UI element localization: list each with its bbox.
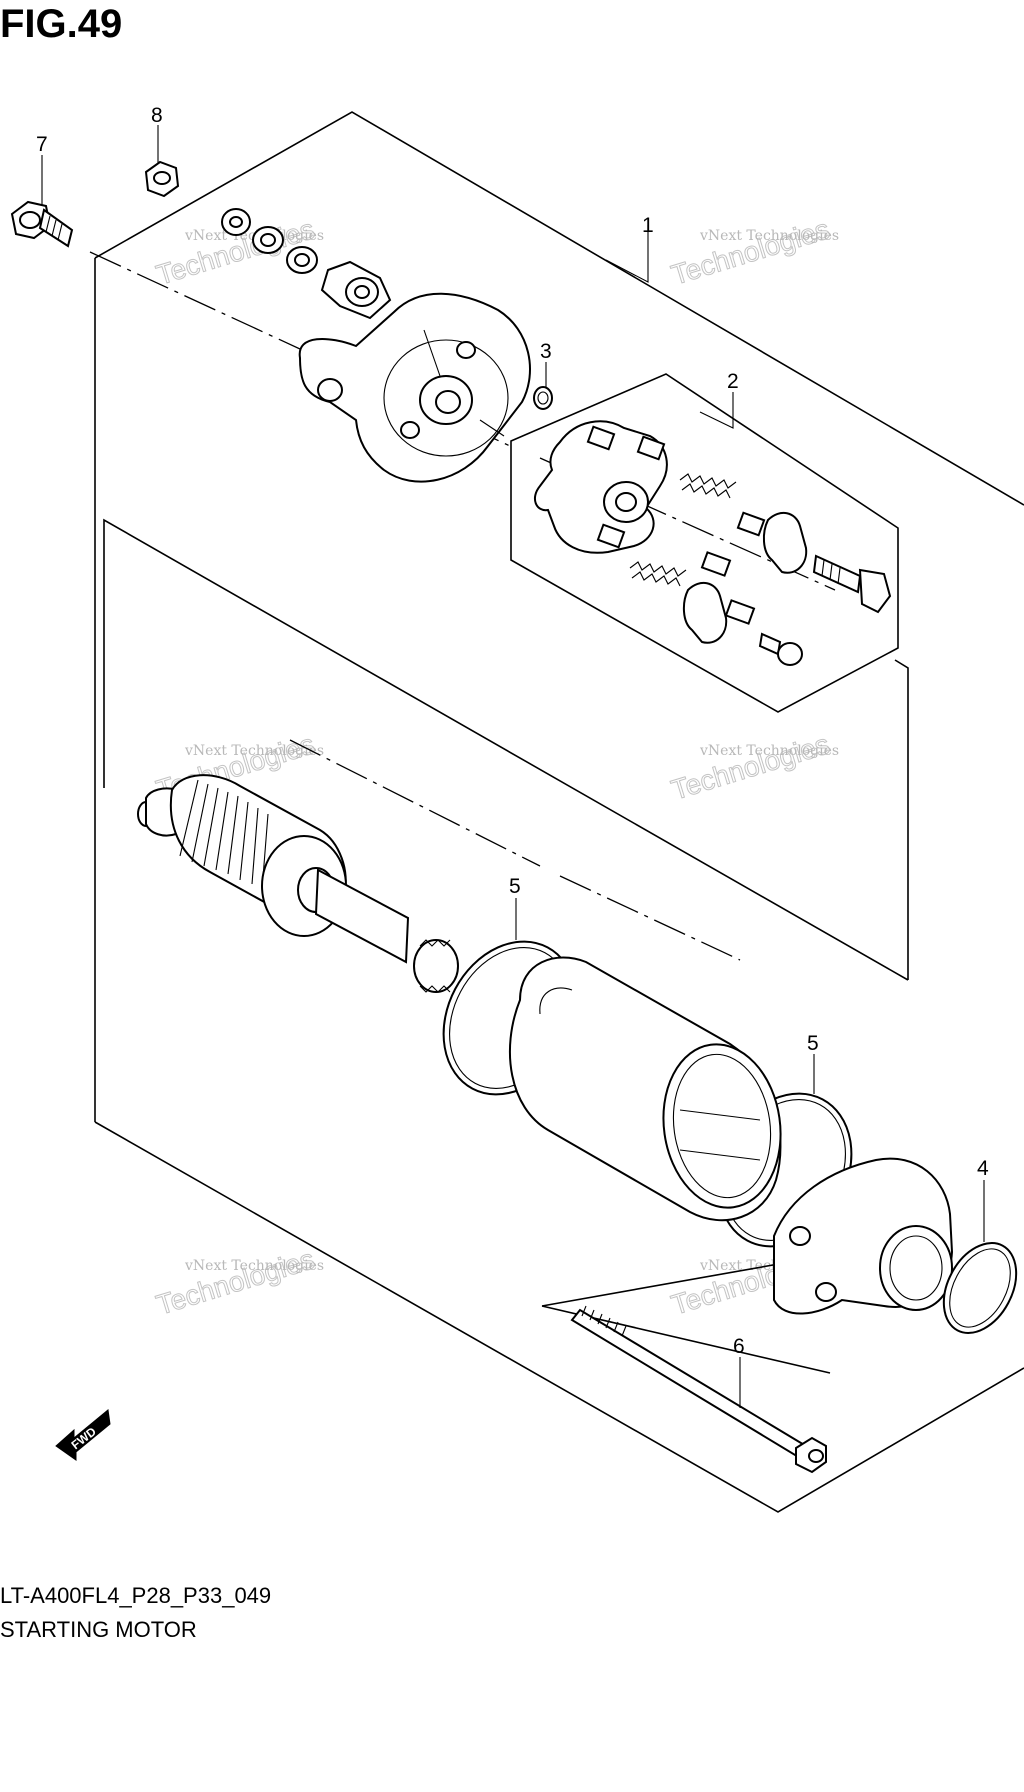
brush-lead-plate bbox=[682, 511, 808, 644]
callout-3: 3 bbox=[540, 340, 552, 363]
brush-holder-box-outline bbox=[510, 373, 899, 713]
oring-part-3 bbox=[533, 386, 553, 410]
callout-5a: 5 bbox=[509, 875, 521, 898]
brush-holder-plate bbox=[533, 420, 668, 554]
assembly-box-outline bbox=[94, 111, 1024, 1513]
callout-leaders bbox=[41, 125, 985, 1408]
screw bbox=[758, 632, 803, 666]
brush-spring bbox=[679, 473, 737, 499]
front-end-cover bbox=[773, 1157, 954, 1315]
callout-6: 6 bbox=[733, 1335, 745, 1358]
watermark-text: Technologies bbox=[668, 728, 833, 805]
nut-part-8 bbox=[144, 160, 180, 198]
callout-1: 1 bbox=[642, 214, 654, 237]
watermark-text: Technologies bbox=[668, 213, 833, 290]
watermark-text: Technologies bbox=[153, 1243, 318, 1320]
figure-name: STARTING MOTOR bbox=[0, 1617, 197, 1642]
bushing bbox=[320, 260, 392, 320]
callout-labels: 7 8 1 3 2 5 5 4 6 bbox=[36, 104, 989, 1358]
fwd-arrow-icon: FWD bbox=[55, 1409, 111, 1461]
armature bbox=[137, 774, 459, 993]
brush-spring bbox=[629, 561, 687, 587]
rear-end-cover bbox=[298, 292, 531, 483]
watermark-text: vNext Technologies bbox=[184, 1258, 324, 1274]
callout-4: 4 bbox=[977, 1157, 989, 1180]
callout-2: 2 bbox=[727, 370, 739, 393]
drawing-code: LT-A400FL4_P28_P33_049 bbox=[0, 1583, 272, 1608]
brush bbox=[700, 511, 766, 625]
oring-part-4 bbox=[942, 1242, 1018, 1334]
yoke-housing bbox=[509, 956, 782, 1222]
washer-stack bbox=[221, 208, 318, 274]
callout-5b: 5 bbox=[807, 1032, 819, 1055]
terminal-bolt bbox=[812, 554, 892, 614]
callout-7: 7 bbox=[36, 133, 48, 156]
callout-8: 8 bbox=[151, 104, 163, 127]
watermark-text: vNext Technologies bbox=[184, 743, 324, 759]
through-bolt-part-6 bbox=[570, 1305, 827, 1474]
armature-box-outline bbox=[103, 518, 909, 981]
bolt-part-7 bbox=[10, 200, 74, 248]
watermark-text: vNext Technologies bbox=[699, 228, 839, 244]
figure-title: FIG.49 bbox=[0, 2, 123, 46]
watermark-text: vNext Technologies bbox=[699, 743, 839, 759]
